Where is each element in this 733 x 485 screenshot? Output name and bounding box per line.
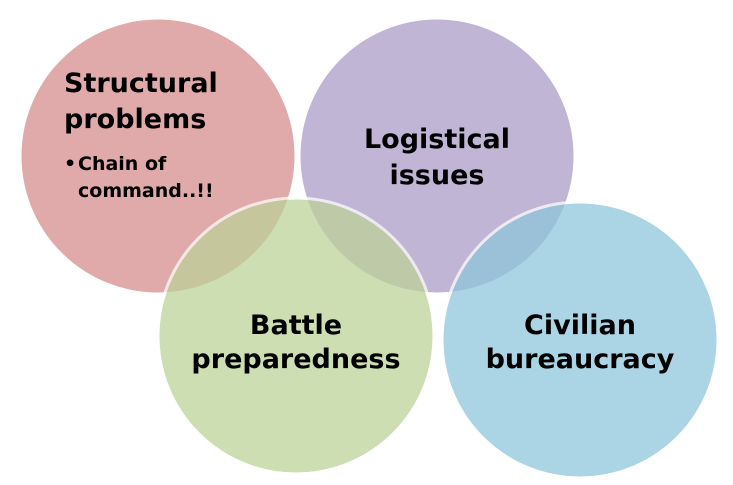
logistical-title-line2: issues <box>389 160 484 191</box>
structural-title-line1: Structural <box>64 68 218 99</box>
circle-battle-preparedness <box>156 196 436 476</box>
civilian-title-line2: bureaucracy <box>486 344 675 375</box>
battle-title-line2: preparedness <box>191 344 400 375</box>
structural-title-line2: problems <box>64 104 206 135</box>
structural-problems-label: Structural problems • Chain of command..… <box>64 68 218 202</box>
battle-preparedness-label: Battle preparedness <box>191 310 400 375</box>
circle-civilian-bureaucracy <box>440 200 720 480</box>
structural-bullet-line2: command..!! <box>78 180 214 202</box>
bullet-dot: • <box>64 153 76 175</box>
battle-title-line1: Battle <box>250 310 342 341</box>
civilian-title-line1: Civilian <box>524 310 636 341</box>
civilian-bureaucracy-label: Civilian bureaucracy <box>486 310 675 375</box>
structural-bullet-line1: Chain of <box>78 153 167 175</box>
logistical-title-line1: Logistical <box>364 124 510 155</box>
logistical-issues-label: Logistical issues <box>364 124 510 191</box>
